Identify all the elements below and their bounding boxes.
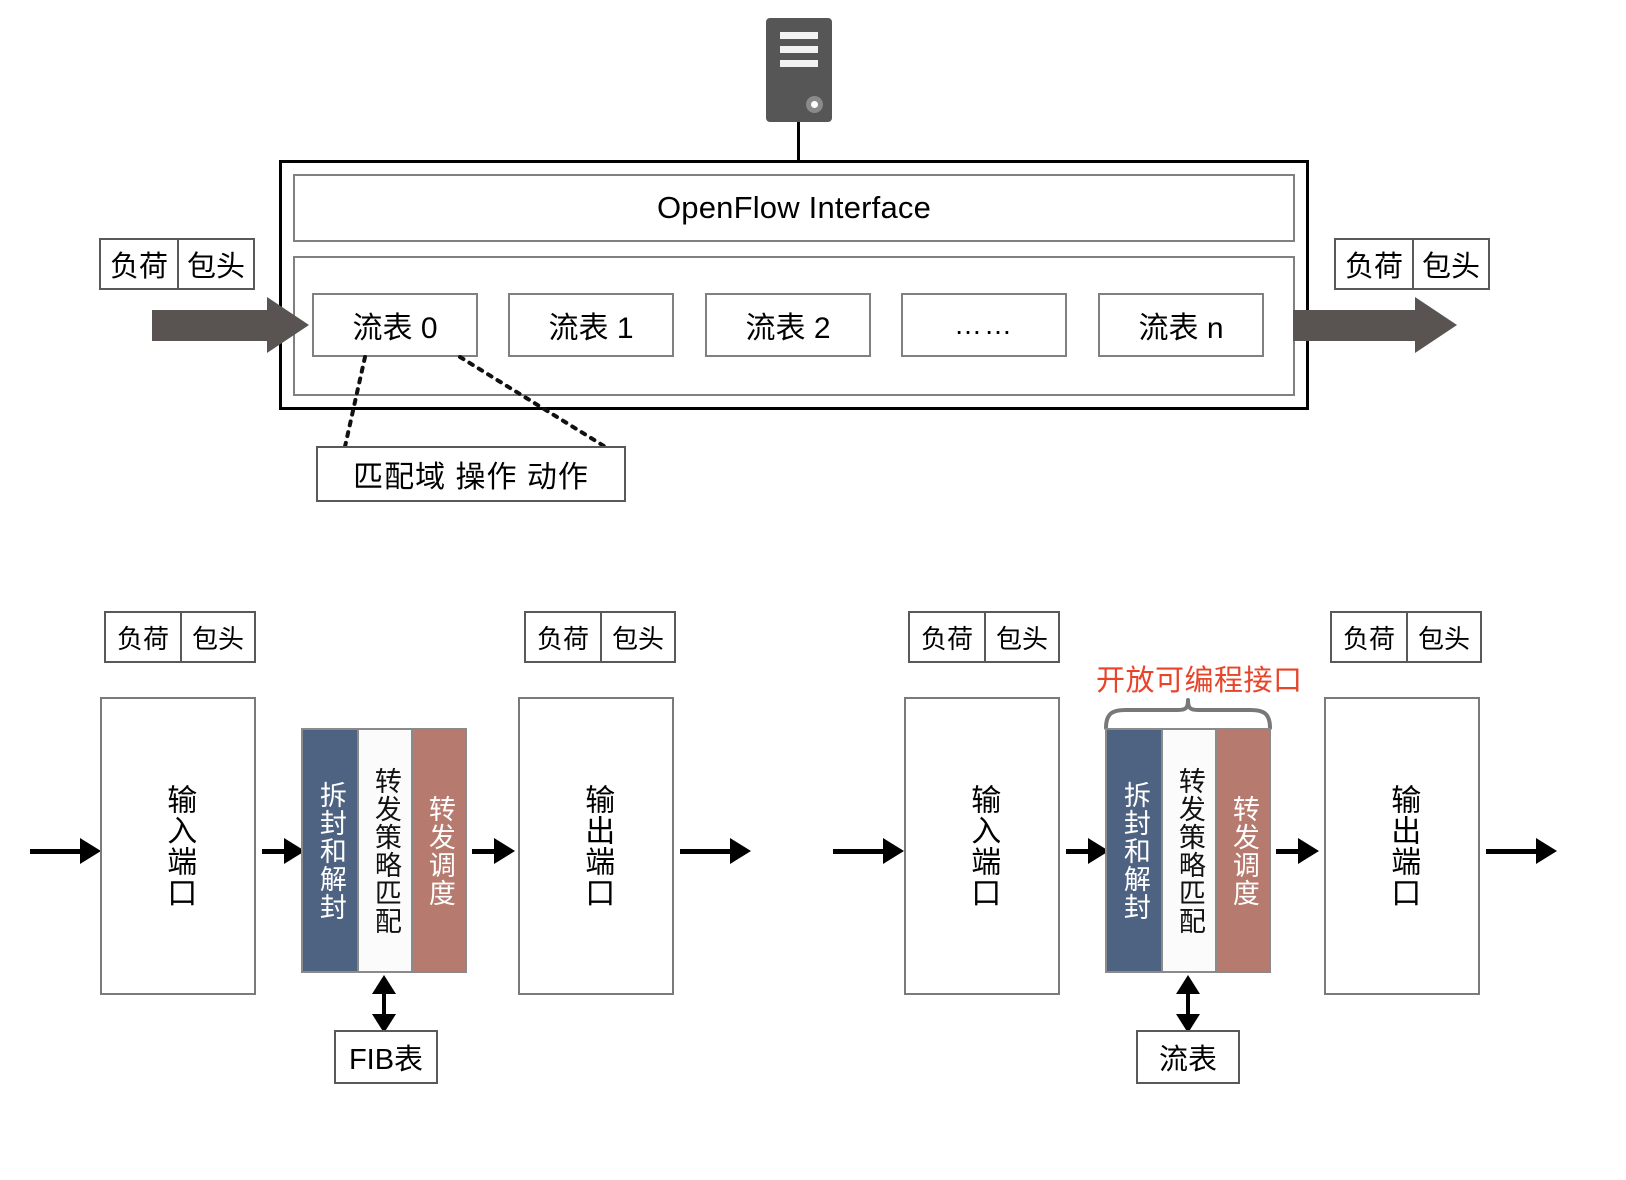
egress-flow-arrow: [1293, 297, 1457, 353]
stage-decapsulation[interactable]: 拆封和解封: [1107, 730, 1162, 971]
ingress-flow-arrow: [152, 297, 309, 353]
input-port-label: 输入端口: [162, 784, 196, 908]
pipeline-traditional-table-ref-label: FIB表: [348, 1044, 424, 1076]
pipeline-sdn-outbound-arrow: [1486, 838, 1557, 864]
stage-decapsulation[interactable]: 拆封和解封: [303, 730, 358, 971]
stage-decapsulation-label: 拆封和解封: [1119, 780, 1150, 921]
flow-table-0[interactable]: 流表 0: [312, 293, 478, 357]
stage-policy-match[interactable]: 转发策略匹配: [357, 730, 412, 971]
server-led-icon: [806, 96, 823, 113]
flow-table-1-label: 流表 1: [548, 312, 634, 345]
flow-table-2-label: 流表 2: [745, 312, 831, 345]
flow-table-n[interactable]: 流表 n: [1098, 293, 1264, 357]
pipeline-traditional-inbound-arrow: [30, 838, 101, 864]
controller-server-icon: [766, 18, 832, 122]
pipeline-traditional-arrow-stages-to-output: [472, 838, 515, 864]
pipeline-sdn-table-link-arrow: [1175, 975, 1201, 1033]
flow-table-2[interactable]: 流表 2: [705, 293, 871, 357]
pipeline-sdn-arrow-stages-to-output: [1276, 838, 1319, 864]
pipeline-sdn-table-ref[interactable]: 流表: [1136, 1030, 1240, 1084]
pipeline-traditional-input-port: 输入端口: [100, 697, 256, 995]
flow-entry-leader-lines: [342, 355, 614, 453]
flow-table-ellipsis-label: ……: [954, 309, 1014, 340]
egress-packet-label: 负荷 包头: [1334, 238, 1490, 290]
flow-entry-structure-box: 匹配域 操作 动作: [316, 446, 626, 502]
pipeline-sdn-input-port: 输入端口: [904, 697, 1060, 995]
packet-payload: 负荷: [116, 623, 169, 654]
stage-forward-schedule-label: 转发调度: [1228, 794, 1259, 907]
egress-packet-payload: 负荷: [1344, 251, 1403, 283]
stage-decapsulation-label: 拆封和解封: [315, 780, 346, 921]
pipeline-traditional-packet-label: 负荷 包头: [104, 611, 256, 663]
pipeline-sdn-table-ref-label: 流表: [1158, 1044, 1217, 1076]
packet-header: 包头: [984, 613, 1058, 661]
server-slot-icon: [780, 60, 818, 67]
stage-policy-match[interactable]: 转发策略匹配: [1161, 730, 1216, 971]
egress-packet-header: 包头: [1412, 240, 1488, 288]
pipeline-traditional-table-ref[interactable]: FIB表: [334, 1030, 438, 1084]
pipeline-sdn-inbound-arrow: [833, 838, 904, 864]
ingress-packet-label: 负荷 包头: [99, 238, 255, 290]
pipeline-sdn-output-packet-label: 负荷 包头: [1330, 611, 1482, 663]
programmable-interface-brace: [1104, 698, 1272, 730]
pipeline-sdn-stages: 拆封和解封 转发策略匹配 转发调度: [1105, 728, 1271, 973]
output-packet-payload: 负荷: [536, 623, 589, 654]
programmable-interface-label: 开放可编程接口: [1096, 665, 1303, 697]
openflow-interface-label: OpenFlow Interface: [656, 190, 932, 225]
packet-header: 包头: [180, 613, 254, 661]
server-slot-icon: [780, 32, 818, 39]
pipeline-traditional-output-port: 输出端口: [518, 697, 674, 995]
flow-table-ellipsis: ……: [901, 293, 1067, 357]
output-packet-header: 包头: [1406, 613, 1480, 661]
ingress-packet-payload: 负荷: [109, 251, 168, 283]
output-packet-header: 包头: [600, 613, 674, 661]
stage-forward-schedule[interactable]: 转发调度: [1215, 730, 1269, 971]
ingress-packet-header: 包头: [177, 240, 253, 288]
pipeline-sdn-arrow-port-to-stages: [1066, 838, 1109, 864]
pipeline-traditional-arrow-port-to-stages: [262, 838, 305, 864]
input-port-label: 输入端口: [966, 784, 1000, 908]
server-slot-icon: [780, 46, 818, 53]
stage-forward-schedule-label: 转发调度: [424, 794, 455, 907]
pipeline-traditional-table-link-arrow: [371, 975, 397, 1033]
flow-table-1[interactable]: 流表 1: [508, 293, 674, 357]
stage-policy-match-label: 转发策略匹配: [1174, 766, 1205, 935]
openflow-interface-bar: OpenFlow Interface: [293, 174, 1295, 242]
output-port-label: 输出端口: [1386, 784, 1420, 908]
controller-link-line: [797, 122, 800, 162]
flow-table-n-label: 流表 n: [1138, 312, 1224, 345]
pipeline-sdn-packet-label: 负荷 包头: [908, 611, 1060, 663]
packet-payload: 负荷: [920, 623, 973, 654]
pipeline-traditional-output-packet-label: 负荷 包头: [524, 611, 676, 663]
stage-forward-schedule[interactable]: 转发调度: [411, 730, 465, 971]
pipeline-traditional-stages: 拆封和解封 转发策略匹配 转发调度: [301, 728, 467, 973]
programmable-interface-annotation: 开放可编程接口: [1096, 657, 1303, 699]
pipeline-sdn-output-port: 输出端口: [1324, 697, 1480, 995]
pipeline-traditional-outbound-arrow: [680, 838, 751, 864]
flow-entry-structure-label: 匹配域 操作 动作: [353, 461, 589, 494]
output-packet-payload: 负荷: [1342, 623, 1395, 654]
output-port-label: 输出端口: [580, 784, 614, 908]
stage-policy-match-label: 转发策略匹配: [370, 766, 401, 935]
flow-table-0-label: 流表 0: [352, 312, 438, 345]
